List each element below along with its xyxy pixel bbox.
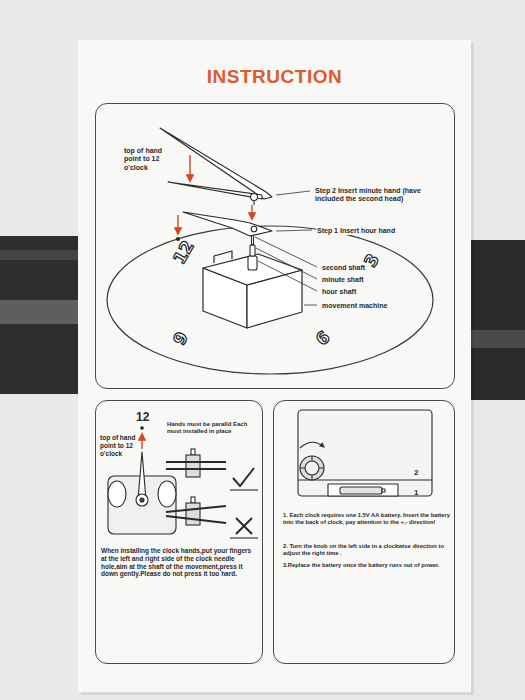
clock-hands: [160, 128, 272, 199]
red-arrow: [142, 155, 252, 449]
foam-background: [0, 236, 80, 394]
clock-hands: [251, 194, 258, 201]
front-view-movement: [136, 494, 148, 506]
clock-dial: [107, 226, 433, 374]
movement-machine: [203, 254, 302, 285]
leader-line: [276, 191, 310, 195]
panel-text: 1. Each clock requires one 1.5V AA batte…: [283, 512, 453, 526]
side-view-wrong: [166, 506, 226, 512]
panel-text: When installing the clock hands,put your…: [101, 547, 257, 578]
leader-line: [304, 305, 317, 306]
clock-hands: [168, 182, 262, 199]
clock-hands: [160, 128, 272, 236]
leader-line: [256, 248, 317, 279]
panel-text: minute shaft: [321, 276, 365, 284]
panel-text: 1: [414, 488, 418, 498]
movement-machine: [214, 251, 232, 263]
movement-back-view: [300, 456, 324, 480]
clock-hands: [251, 226, 257, 232]
panel-text: Hands must be paralld Each must installe…: [167, 421, 259, 435]
shafts: [248, 234, 257, 270]
movement-back-view: [300, 442, 324, 448]
red-arrow: [177, 215, 178, 234]
instruction-panel: 12 top of hand point to 12 o'clock Hands m…: [95, 400, 263, 664]
side-view-wrong: [236, 518, 252, 534]
title: INSTRUCTION: [78, 66, 471, 88]
panel-text: Step 2 Insert minute hand (have included…: [314, 187, 450, 204]
clock-dial: [107, 226, 433, 374]
red-arrow: [189, 155, 190, 181]
movement-back-view: [340, 487, 382, 494]
panel-text: 12: [136, 410, 149, 424]
movement-machine: [203, 251, 302, 328]
front-view-movement: [158, 481, 176, 507]
leader-line: [258, 261, 317, 291]
side-view-wrong: [166, 497, 258, 538]
side-view-correct: [230, 489, 258, 490]
foam-background: [468, 240, 525, 400]
movement-back-view: [298, 410, 432, 496]
foam-background: [0, 250, 80, 260]
movement-back-view: [328, 484, 398, 496]
front-view-movement: [140, 498, 144, 502]
movement-back-view: [382, 489, 385, 492]
foam-background: [0, 300, 80, 324]
front-view-movement: [140, 426, 144, 430]
side-view-correct: [191, 449, 195, 455]
side-view-correct: [186, 455, 200, 477]
panel-text: top of hand point to 12 o'clock: [123, 147, 171, 172]
movement-back-view: [298, 410, 432, 496]
side-view-correct: [233, 468, 254, 486]
clock-hands: [253, 200, 254, 205]
clock-hands: [183, 212, 272, 236]
panel-text: Step 1 Insert hour hand: [316, 227, 448, 235]
side-view-wrong: [230, 537, 258, 538]
panel-text: movement machine: [321, 302, 388, 310]
paper-sheet: [78, 40, 474, 695]
panel-text: 3.Replace the battery once the battery r…: [283, 562, 453, 569]
panel-text: second shaft: [321, 264, 366, 272]
side-view-correct: [166, 449, 258, 490]
side-view-wrong: [186, 503, 200, 525]
panel-text: 2. Turn the knob on the left side in a c…: [283, 543, 453, 557]
movement-back-view: [305, 461, 319, 475]
front-view-movement: [108, 481, 126, 507]
red-arrow: [251, 205, 252, 219]
movement-back-view: [298, 479, 432, 480]
instruction-panel: top of hand point to 12 o'clockStep 2 In…: [95, 103, 455, 389]
shafts: [250, 245, 255, 256]
panel-text: hour shaft: [321, 288, 357, 296]
foam-background: [468, 330, 525, 348]
side-view-wrong: [166, 516, 226, 523]
shafts: [248, 256, 257, 270]
paper-sheet: [78, 40, 471, 692]
side-view-correct: [166, 468, 226, 470]
movement-back-view: [300, 456, 324, 480]
clock-dial: [176, 237, 180, 241]
leader-line: [276, 230, 312, 231]
panel-text: 2: [414, 468, 418, 478]
side-view-correct: [166, 461, 226, 463]
red-arrow: [141, 434, 142, 449]
instruction-panel: 2 1 1. Each clock requires one 1.5V AA bat…: [273, 400, 455, 664]
panel-text: top of hand point to 12 o'clock: [100, 434, 138, 457]
front-view-movement: [138, 452, 146, 500]
side-view-wrong: [191, 497, 195, 503]
